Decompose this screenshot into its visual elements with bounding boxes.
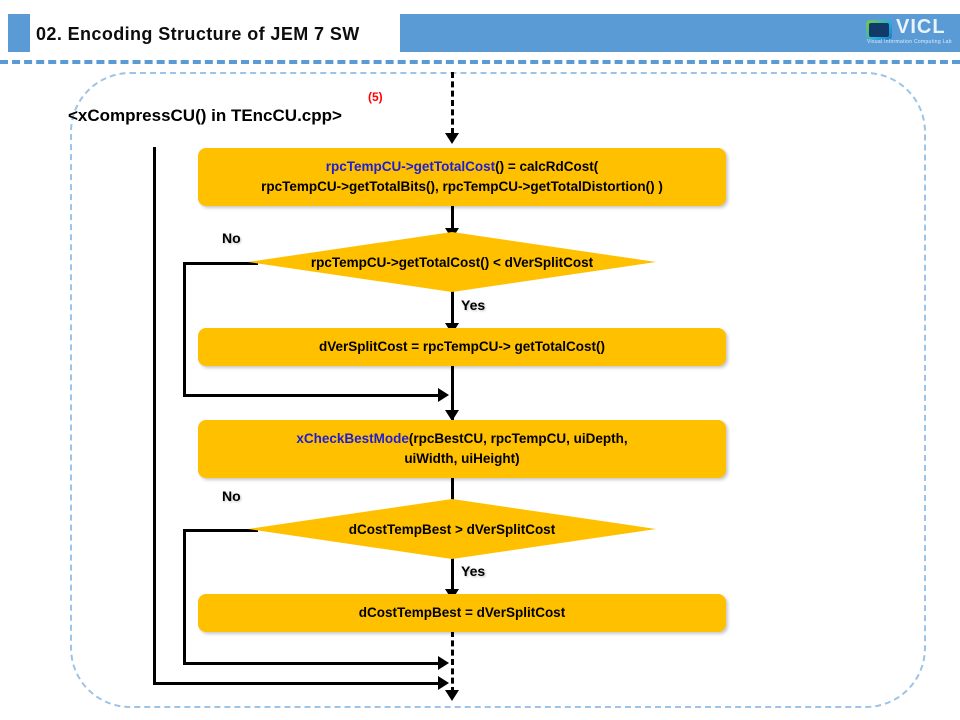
edge-box2-trunk [451,365,454,420]
edge-diamond1-box2-yes [451,290,454,326]
vicl-logo-text: VICL [896,16,946,38]
edge-label-no-2: No [222,488,241,504]
flow-node-check-best-mode-blue: xCheckBestMode [296,431,409,447]
header-divider [0,60,960,64]
edge-box1-diamond1 [451,205,454,231]
flow-node-cmp-vertsplit-label: rpcTempCU->getTotalCost() < dVerSplitCos… [310,254,594,270]
edge-outer-trunk-arrowhead [438,676,449,690]
edge-no2-return [183,662,440,665]
edge-no2-arrowhead [438,656,449,670]
flow-node-check-best-mode-line2: uiWidth, uiHeight) [404,451,520,466]
edge-no1-arrowhead [438,388,449,402]
edge-outer-trunk-vertical [153,147,156,683]
edge-no2-vertical [183,529,186,663]
edge-label-yes-1: Yes [461,297,486,313]
section-caption: <xCompressCU() in TEncCU.cpp> [68,106,342,125]
edge-label-no-1: No [222,230,241,246]
flow-node-assign-tempbest[interactable]: dCostTempBest = dVerSplitCost [198,594,726,632]
flow-node-calc-rdcost[interactable]: rpcTempCU->getTotalCost() = calcRdCost( … [198,148,726,206]
edge-label-yes-2: Yes [461,563,486,579]
edge-entry-arrowhead [445,133,459,144]
section-step-number: (5) [368,90,383,104]
flow-node-cmp-tempbest[interactable]: dCostTempBest > dVerSplitCost [248,499,656,559]
edge-exit-arrowhead [445,690,459,701]
flow-node-assign-vertsplit[interactable]: dVerSplitCost = rpcTempCU-> getTotalCost… [198,328,726,366]
flow-node-check-best-mode-rest: (rpcBestCU, rpcTempCU, uiDepth, [408,431,628,447]
flow-panel-border [70,72,926,708]
flow-node-calc-rdcost-line2: rpcTempCU->getTotalBits(), rpcTempCU->ge… [261,179,663,194]
flow-node-cmp-tempbest-label: dCostTempBest > dVerSplitCost [348,521,556,537]
header-accent-block [8,14,30,52]
edge-box3-diamond2 [451,477,454,503]
edge-no1-vertical [183,262,186,395]
page-title: 02. Encoding Structure of JEM 7 SW [36,23,360,44]
vicl-logo-icon [866,20,892,40]
flow-node-assign-vertsplit-label: dVerSplitCost = rpcTempCU-> getTotalCost… [318,339,606,355]
edge-no2-horizontal [183,529,258,532]
edge-entry-dashed [451,72,454,134]
edge-box2-box3-arrowhead [445,410,459,421]
edge-diamond2-box4-yes [451,558,454,592]
flow-node-cmp-vertsplit[interactable]: rpcTempCU->getTotalCost() < dVerSplitCos… [248,232,656,292]
vicl-logo-subtitle: Visual Information Computing Lab [867,39,952,45]
flow-node-calc-rdcost-blue: rpcTempCU->getTotalCost [325,159,496,175]
flow-node-calc-rdcost-rest: () = calcRdCost( [495,159,599,175]
edge-no1-return [183,394,440,397]
flow-node-check-best-mode[interactable]: xCheckBestMode(rpcBestCU, rpcTempCU, uiD… [198,420,726,478]
edge-exit-dashed [451,631,454,693]
flow-node-assign-tempbest-label: dCostTempBest = dVerSplitCost [358,605,566,621]
vicl-logo: VICL Visual Information Computing Lab [866,16,954,50]
edge-outer-trunk-return [153,682,441,685]
edge-no1-horizontal [183,262,258,265]
